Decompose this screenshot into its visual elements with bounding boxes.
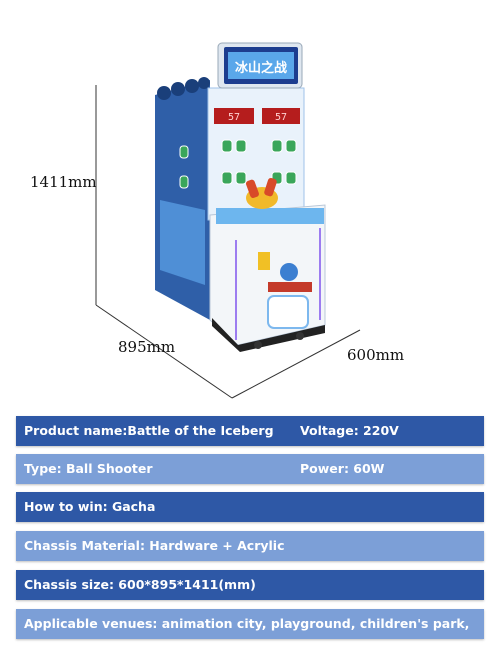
spec-chassis-material: Chassis Material: Hardware + Acrylic [24, 538, 285, 553]
arcade-machine-illustration: 57 57 冰山之战 [95, 42, 361, 399]
control-deck [216, 208, 324, 224]
coin-slot [258, 252, 270, 270]
dimension-lines [95, 85, 361, 399]
svg-text:57: 57 [275, 112, 287, 123]
spec-chassis-size: Chassis size: 600*895*1411(mm) [24, 577, 256, 592]
cabinet-side-panel [155, 80, 210, 320]
spec-product-name: Product name:Battle of the Iceberg [24, 423, 274, 438]
mascot-badge [280, 263, 298, 281]
spec-row-chassis-material: Chassis Material: Hardware + Acrylic [16, 531, 484, 561]
depth-dimension-label: 895mm [118, 338, 176, 356]
spec-row-how-to-win: How to win: Gacha [16, 492, 484, 522]
product-photo-area: 57 57 冰山之战 [30, 42, 405, 399]
depth-dimension-line [95, 304, 233, 399]
spec-how-to-win: How to win: Gacha [24, 499, 156, 514]
spec-row-applicable-venues: Applicable venues: animation city, playg… [16, 609, 484, 661]
spec-row-type: Type: Ball Shooter Power: 60W [16, 454, 484, 484]
ball-cannon [246, 177, 278, 209]
scoreboard-right [262, 108, 300, 124]
height-dimension-label: 1411mm [30, 173, 97, 191]
svg-text:57: 57 [228, 112, 240, 123]
spec-applicable-venues: Applicable venues: animation city, playg… [24, 616, 470, 661]
width-dimension-line [231, 329, 361, 399]
arcade-cabinet: 57 57 冰山之战 [155, 42, 326, 352]
spec-row-chassis-size: Chassis size: 600*895*1411(mm) [16, 570, 484, 600]
scoreboard-left [214, 108, 254, 124]
spec-row-product-name: Product name:Battle of the Iceberg Volta… [16, 416, 484, 446]
spec-type: Type: Ball Shooter [24, 461, 153, 476]
width-dimension-label: 600mm [347, 346, 405, 364]
spec-power: Power: 60W [300, 461, 385, 476]
cabinet-side-decal [160, 200, 205, 285]
prize-outlet [267, 295, 309, 329]
spec-voltage: Voltage: 220V [300, 423, 399, 438]
screen-logo: 冰山之战 [235, 60, 287, 76]
target-windows [221, 139, 297, 185]
